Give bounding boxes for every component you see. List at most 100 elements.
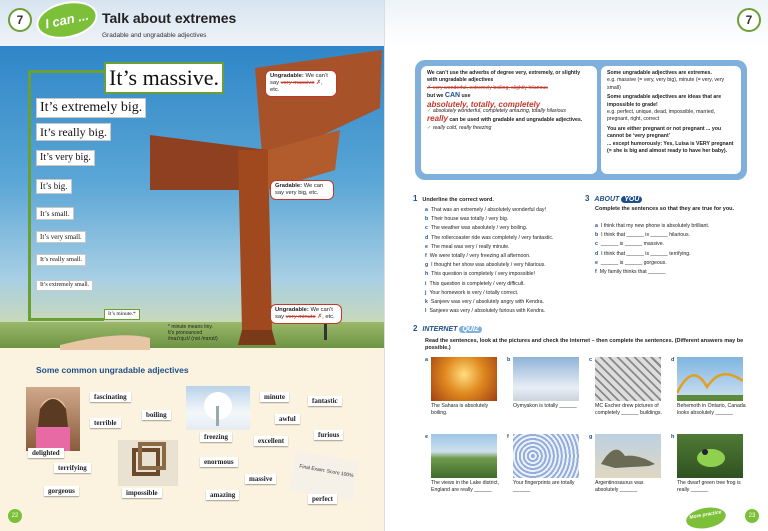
callout-text: We can’t say bbox=[270, 73, 328, 86]
scale-item-small: It’s small. bbox=[36, 207, 74, 220]
adj-enormous: enormous bbox=[200, 457, 238, 467]
grammar-right-column: Some ungradable adjectives are extremes.… bbox=[601, 66, 741, 174]
callout-text: We can say very big, etc. bbox=[275, 183, 324, 196]
item-text: I thought her show was absolutely / very… bbox=[431, 262, 546, 269]
snowy-tree-photo bbox=[186, 386, 250, 430]
exercise-number: 2 bbox=[413, 324, 418, 333]
exercise-2-header: 2 INTERNET QUIZ bbox=[413, 324, 483, 333]
adj-massive: massive bbox=[245, 474, 277, 484]
item-text: The meal was very / really minute. bbox=[430, 243, 510, 250]
grammar-ok-examples-2: really cold, really freezing bbox=[432, 124, 492, 131]
unit-number-left: 7 bbox=[8, 8, 32, 32]
adj-fascinating: fascinating bbox=[90, 392, 131, 402]
exercise-number: 3 bbox=[585, 194, 590, 203]
item-text[interactable]: I think that my new phone is absolutely … bbox=[600, 223, 710, 229]
item-text: Sanjeev was very / absolutely angry with… bbox=[430, 299, 544, 306]
tick-icon: ✓ bbox=[427, 124, 432, 131]
grammar-extremes-eg: e.g. massive (= very, very big), minute … bbox=[607, 77, 725, 91]
photo-letter: f bbox=[507, 434, 509, 440]
item-letter: b bbox=[595, 232, 599, 239]
scale-item-minute: It’s minute.* bbox=[104, 309, 140, 320]
right-page: 7 We can’t use the adverbs of degree ver… bbox=[384, 0, 768, 531]
item-text[interactable]: ______ is ______ massive. bbox=[600, 241, 665, 248]
page-subtitle: Gradable and ungradable adjectives bbox=[102, 32, 207, 39]
adj-excellent: excellent bbox=[254, 436, 289, 446]
photo-letter: b bbox=[507, 357, 511, 363]
callout-label: Ungradable: bbox=[275, 307, 309, 313]
adj-minute: minute bbox=[260, 392, 289, 402]
grammar-wrong-examples: ✗ very wonderful, extremely boiling, sli… bbox=[427, 84, 548, 91]
item-letter: j bbox=[425, 289, 427, 296]
adj-furious: furious bbox=[314, 430, 344, 440]
grammar-extremes: Some ungradable adjectives are extremes. bbox=[607, 70, 712, 76]
scale-item-extremely-big: It’s extremely big. bbox=[36, 98, 147, 118]
grammar-but-we: but we bbox=[427, 93, 444, 100]
item-letter: h bbox=[425, 271, 429, 278]
lake-district-photo bbox=[431, 434, 497, 478]
frog-photo bbox=[677, 434, 743, 478]
item-text: This question is completely / very impos… bbox=[431, 271, 535, 278]
caption-g: Argentinosaurus was absolutely ______ bbox=[595, 480, 644, 493]
item-letter: e bbox=[595, 259, 598, 266]
item-text: Your homework is very / totally correct. bbox=[429, 289, 519, 296]
scale-item-very-small: It’s very small. bbox=[36, 231, 86, 243]
item-letter: b bbox=[425, 216, 429, 223]
grammar-pregnant-eg: ... except humorously: Yes, Luisa is VER… bbox=[607, 140, 734, 155]
item-text: That was an extremely / absolutely wonde… bbox=[430, 207, 546, 213]
grammar-really: really bbox=[427, 114, 448, 124]
adj-boiling: boiling bbox=[142, 410, 171, 420]
item-letter: c bbox=[595, 241, 598, 248]
scale-item-very-big: It’s very big. bbox=[36, 150, 95, 166]
wrong-mark: ✗ bbox=[317, 314, 323, 320]
right-header bbox=[385, 0, 768, 46]
photo-letter: g bbox=[589, 434, 593, 440]
item-text[interactable]: I think that ______ is ______ terrifying… bbox=[601, 250, 691, 257]
item-text[interactable]: ______ is ______ gorgeous. bbox=[600, 259, 667, 266]
item-text[interactable]: I think that ______ is ______ hilarious. bbox=[601, 232, 690, 239]
adj-perfect: perfect bbox=[308, 494, 337, 504]
item-letter: d bbox=[425, 234, 429, 241]
exercise-number: 1 bbox=[413, 194, 418, 203]
delighted-woman-photo bbox=[26, 387, 80, 451]
adj-delighted: delighted bbox=[28, 448, 64, 458]
ungradable-heading: Some common ungradable adjectives bbox=[36, 365, 189, 375]
caption-c: MC Escher drew pictures of completely __… bbox=[595, 403, 662, 416]
ground bbox=[0, 322, 384, 348]
fingerprint-photo bbox=[513, 434, 579, 478]
exercise-3-instruction: Complete the sentences so that they are … bbox=[595, 206, 735, 212]
callout-post: , etc. bbox=[322, 314, 335, 320]
grammar-intro: We can’t use the adverbs of degree very,… bbox=[427, 70, 581, 84]
oymyakon-photo bbox=[513, 357, 579, 401]
exercise-3-title: ABOUT bbox=[594, 196, 620, 203]
item-letter: f bbox=[595, 269, 597, 276]
adj-impossible: impossible bbox=[122, 488, 162, 498]
photo-letter: d bbox=[671, 357, 675, 363]
item-text[interactable]: My family thinks that ______ bbox=[599, 269, 666, 276]
scale-item-really-big: It’s really big. bbox=[36, 123, 111, 141]
sahara-photo bbox=[431, 357, 497, 401]
grammar-really-rest: can be used with gradable and ungradable… bbox=[449, 117, 583, 124]
grammar-adverbs: absolutely, totally, completely bbox=[427, 99, 541, 109]
rollercoaster-photo bbox=[677, 357, 743, 401]
adj-awful: awful bbox=[275, 414, 300, 424]
struck-phrase: very minute bbox=[285, 314, 316, 320]
item-letter: c bbox=[425, 225, 428, 232]
exercise-3-badge: YOU bbox=[621, 196, 643, 203]
photo-letter: h bbox=[671, 434, 675, 440]
grammar-use: use bbox=[461, 93, 471, 100]
escher-photo bbox=[595, 357, 661, 401]
scale-item-big: It’s big. bbox=[36, 179, 72, 194]
grammar-pregnant: You are either pregnant or not pregnant … bbox=[607, 125, 722, 140]
grammar-ok-examples: absolutely wonderful, completely amazing… bbox=[432, 108, 567, 115]
